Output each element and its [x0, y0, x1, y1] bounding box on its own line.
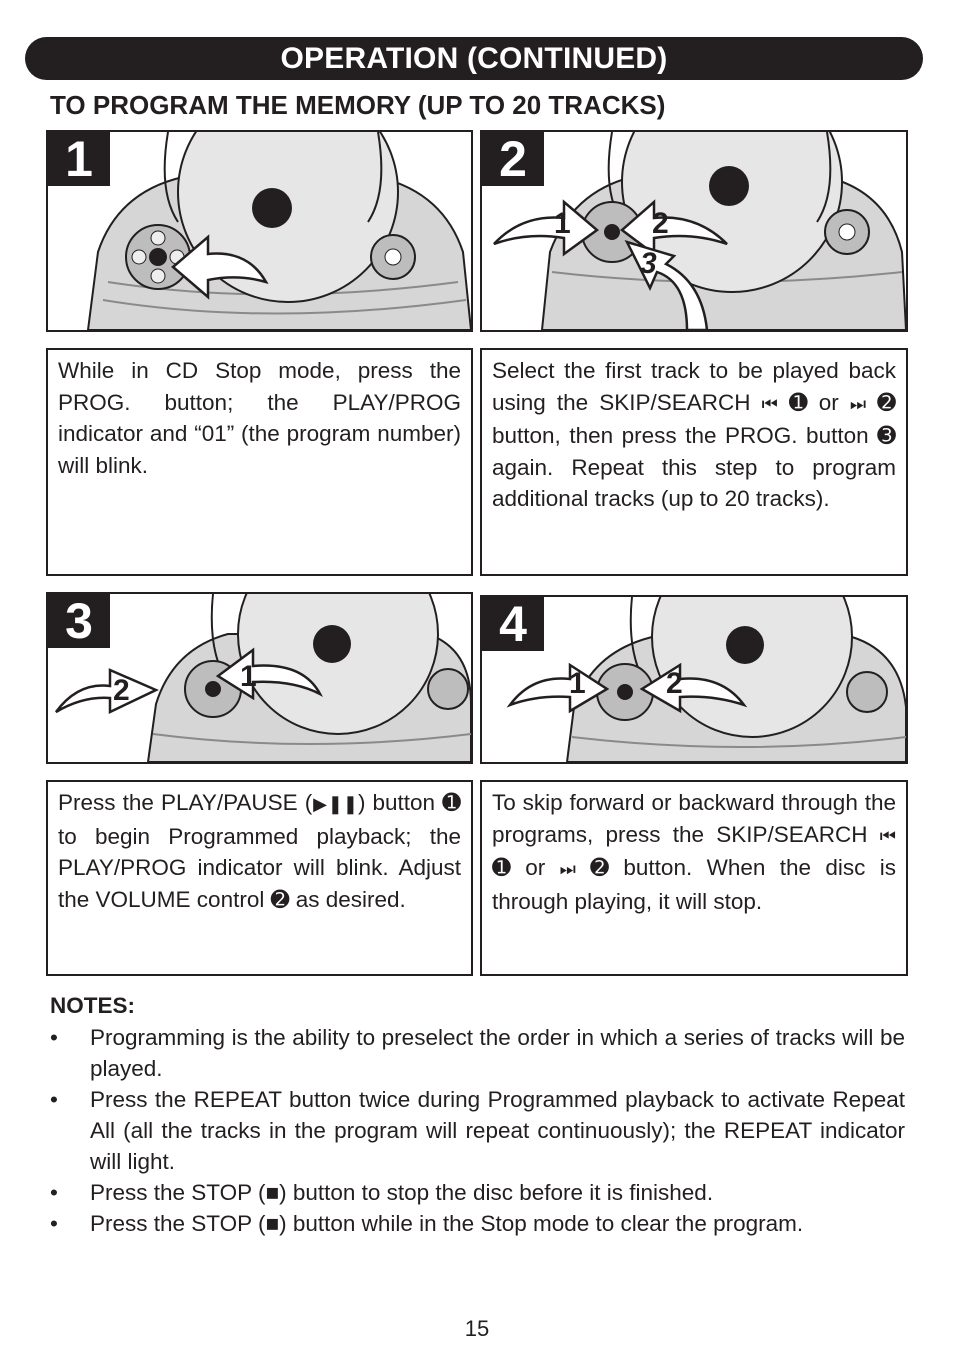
play-pause-icon: ▶❚❚ [312, 794, 358, 814]
step-2-number: 2 [482, 132, 544, 187]
step-2-callout-1: 1 [554, 207, 571, 240]
step-1-text: While in CD Stop mode, press the PROG. b… [58, 358, 461, 478]
step-3-callout-2: 2 [113, 674, 130, 707]
page-number: 15 [464, 1316, 490, 1341]
step-4-callout-2: 2 [666, 667, 683, 700]
step-4-text: To skip forward or backward through the … [492, 790, 896, 914]
procedure-title: TO PROGRAM THE MEMORY (UP TO 20 TRACKS) [50, 90, 666, 120]
notes-heading: NOTES: [50, 993, 136, 1018]
note-item: •Press the STOP (■) button while in the … [50, 1211, 804, 1236]
step-4-illustration: 4 1 2 [480, 595, 908, 764]
notes-list: •Programming is the ability to preselect… [50, 1022, 905, 1239]
step-1-number: 1 [48, 132, 110, 187]
step-4-number: 4 [482, 597, 544, 652]
step-3-illustration: 3 2 1 [46, 592, 473, 764]
section-title: OPERATION (CONTINUED) [280, 41, 668, 75]
step-3-number: 3 [48, 594, 110, 649]
skip-forward-icon: ⏭ [559, 859, 576, 879]
note-item: •Press the STOP (■) button to stop the d… [50, 1180, 714, 1205]
step-2-text: Select the first track to be played back… [492, 358, 896, 511]
skip-back-icon: ⏮ [761, 393, 778, 414]
skip-forward-icon: ⏭ [849, 393, 867, 414]
step-1-illustration: 1 [46, 130, 473, 332]
note-item: •Press the REPEAT button twice during Pr… [50, 1087, 905, 1174]
step-4-callout-1: 1 [569, 667, 586, 700]
section-header: OPERATION (CONTINUED) [25, 37, 923, 80]
step-3-text: Press the PLAY/PAUSE (▶❚❚) button ➊ to b… [58, 790, 462, 912]
step-2-callout-2: 2 [652, 207, 669, 240]
step-2-instructions: Select the first track to be played back… [480, 348, 908, 576]
note-item: •Programming is the ability to preselect… [50, 1025, 905, 1081]
step-2-illustration: 2 1 2 3 [480, 130, 908, 332]
step-3-instructions: Press the PLAY/PAUSE (▶❚❚) button ➊ to b… [46, 780, 473, 976]
skip-back-icon: ⏮ [879, 825, 896, 846]
step-2-callout-3: 3 [640, 247, 657, 280]
step-3-callout-1: 1 [240, 660, 257, 693]
step-4-instructions: To skip forward or backward through the … [480, 780, 908, 976]
step-1-instructions: While in CD Stop mode, press the PROG. b… [46, 348, 473, 576]
